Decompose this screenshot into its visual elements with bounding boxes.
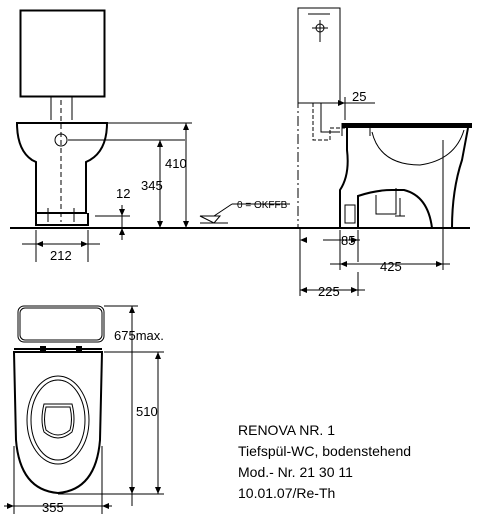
dim-410: 410 xyxy=(165,156,187,171)
front-cistern xyxy=(19,9,106,98)
side-cistern xyxy=(297,7,341,104)
title-block: RENOVA NR. 1 Tiefspül-WC, bodenstehend M… xyxy=(238,420,478,504)
title-date: 10.01.07/Re-Th xyxy=(238,485,336,501)
dim-425: 425 xyxy=(380,259,402,274)
front-cistern-inner xyxy=(20,10,105,97)
dim-355: 355 xyxy=(42,500,64,515)
side-view xyxy=(297,7,472,296)
front-bowl xyxy=(15,122,109,214)
plan-seat xyxy=(26,375,90,465)
dim-212: 212 xyxy=(50,248,72,263)
title-description: Tiefspül-WC, bodenstehend xyxy=(238,443,412,459)
dim-345: 345 xyxy=(141,178,163,193)
side-bowl xyxy=(339,127,469,229)
front-view xyxy=(10,9,470,262)
dim-85: 85 xyxy=(341,233,355,248)
dim-510: 510 xyxy=(136,404,158,419)
dim-675max: 675max. xyxy=(114,328,164,343)
plan-view xyxy=(4,305,164,514)
title-model-number: Mod.- Nr. 21 30 11 xyxy=(238,464,353,480)
dim-225: 225 xyxy=(318,284,340,299)
dim-12: 12 xyxy=(116,186,130,201)
plan-bowl xyxy=(12,351,104,495)
okffb-label: 0 = OKFFB xyxy=(237,200,288,211)
side-seat xyxy=(342,123,472,128)
plan-cistern xyxy=(17,305,105,343)
title-product: RENOVA NR. 1 xyxy=(238,422,335,438)
dim-25: 25 xyxy=(352,89,366,104)
